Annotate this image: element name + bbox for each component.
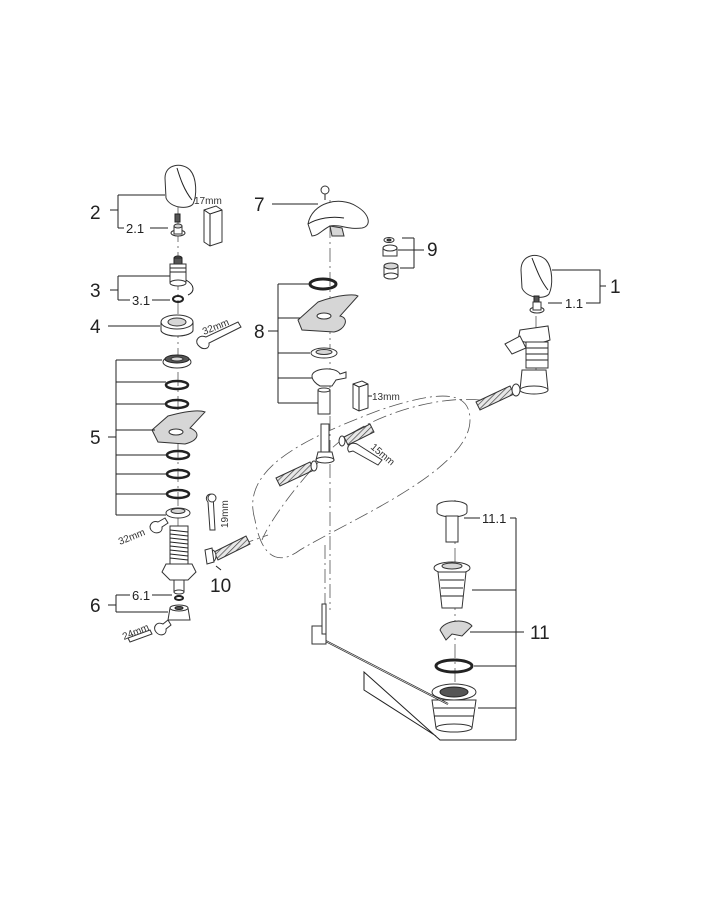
screw-part-2-1	[170, 213, 186, 237]
valve-right	[504, 325, 551, 395]
drain-assembly-part-11	[431, 500, 477, 733]
hose-center-left	[275, 460, 318, 487]
label-part-7: 7	[254, 195, 265, 216]
wrench-24mm-icon	[127, 619, 172, 643]
label-part-11-1: 11.1	[482, 511, 506, 526]
nut-part-4	[160, 314, 194, 337]
label-part-2: 2	[90, 203, 101, 224]
handle-left-part-2	[164, 164, 197, 208]
wrench-size-32mm-bottom: 32mm	[117, 527, 147, 548]
threaded-valve-body	[161, 525, 197, 595]
hex-socket-13mm-icon	[352, 380, 369, 412]
wrench-32mm-lower-icon	[149, 517, 169, 534]
spout-mount-part-8	[297, 277, 359, 453]
label-part-3-1: 3.1	[132, 293, 150, 308]
label-part-11: 11	[530, 623, 550, 644]
spout-part-7	[307, 185, 369, 237]
hose-right	[475, 383, 521, 411]
label-part-8: 8	[254, 322, 265, 343]
label-part-5: 5	[90, 428, 101, 449]
leader-lines	[108, 194, 606, 741]
connector-tee	[315, 451, 335, 464]
cartridge-part-3	[169, 255, 194, 296]
washer-part-6-1	[174, 595, 184, 601]
label-part-6-1: 6.1	[132, 588, 150, 603]
label-part-2-1: 2.1	[126, 221, 144, 236]
hex-socket-17mm-icon	[203, 205, 223, 247]
screw-part-1-1	[529, 295, 545, 314]
aerator-part-9	[382, 237, 399, 280]
wrench-size-19mm: 19mm	[220, 500, 231, 528]
label-part-3: 3	[90, 281, 101, 302]
wrench-32mm-icon	[196, 321, 242, 350]
label-part-9: 9	[427, 240, 438, 261]
hose-center-right	[338, 423, 375, 447]
label-part-1: 1	[610, 277, 621, 298]
stack-part-5	[151, 354, 206, 519]
hose-part-10	[204, 535, 251, 565]
label-part-4: 4	[90, 317, 101, 338]
label-part-6: 6	[90, 596, 101, 617]
o-ring-part-3-1	[172, 295, 184, 303]
wrench-size-17mm: 17mm	[194, 196, 222, 207]
wrench-size-13mm: 13mm	[372, 392, 400, 403]
label-part-1-1: 1.1	[565, 296, 583, 311]
pop-up-rod	[311, 603, 449, 705]
wrench-19mm-icon	[205, 493, 217, 531]
label-part-10: 10	[210, 576, 231, 597]
nut-part-6	[167, 604, 191, 621]
wrench-15mm-icon	[347, 442, 383, 466]
handle-right-part-1	[520, 254, 553, 298]
